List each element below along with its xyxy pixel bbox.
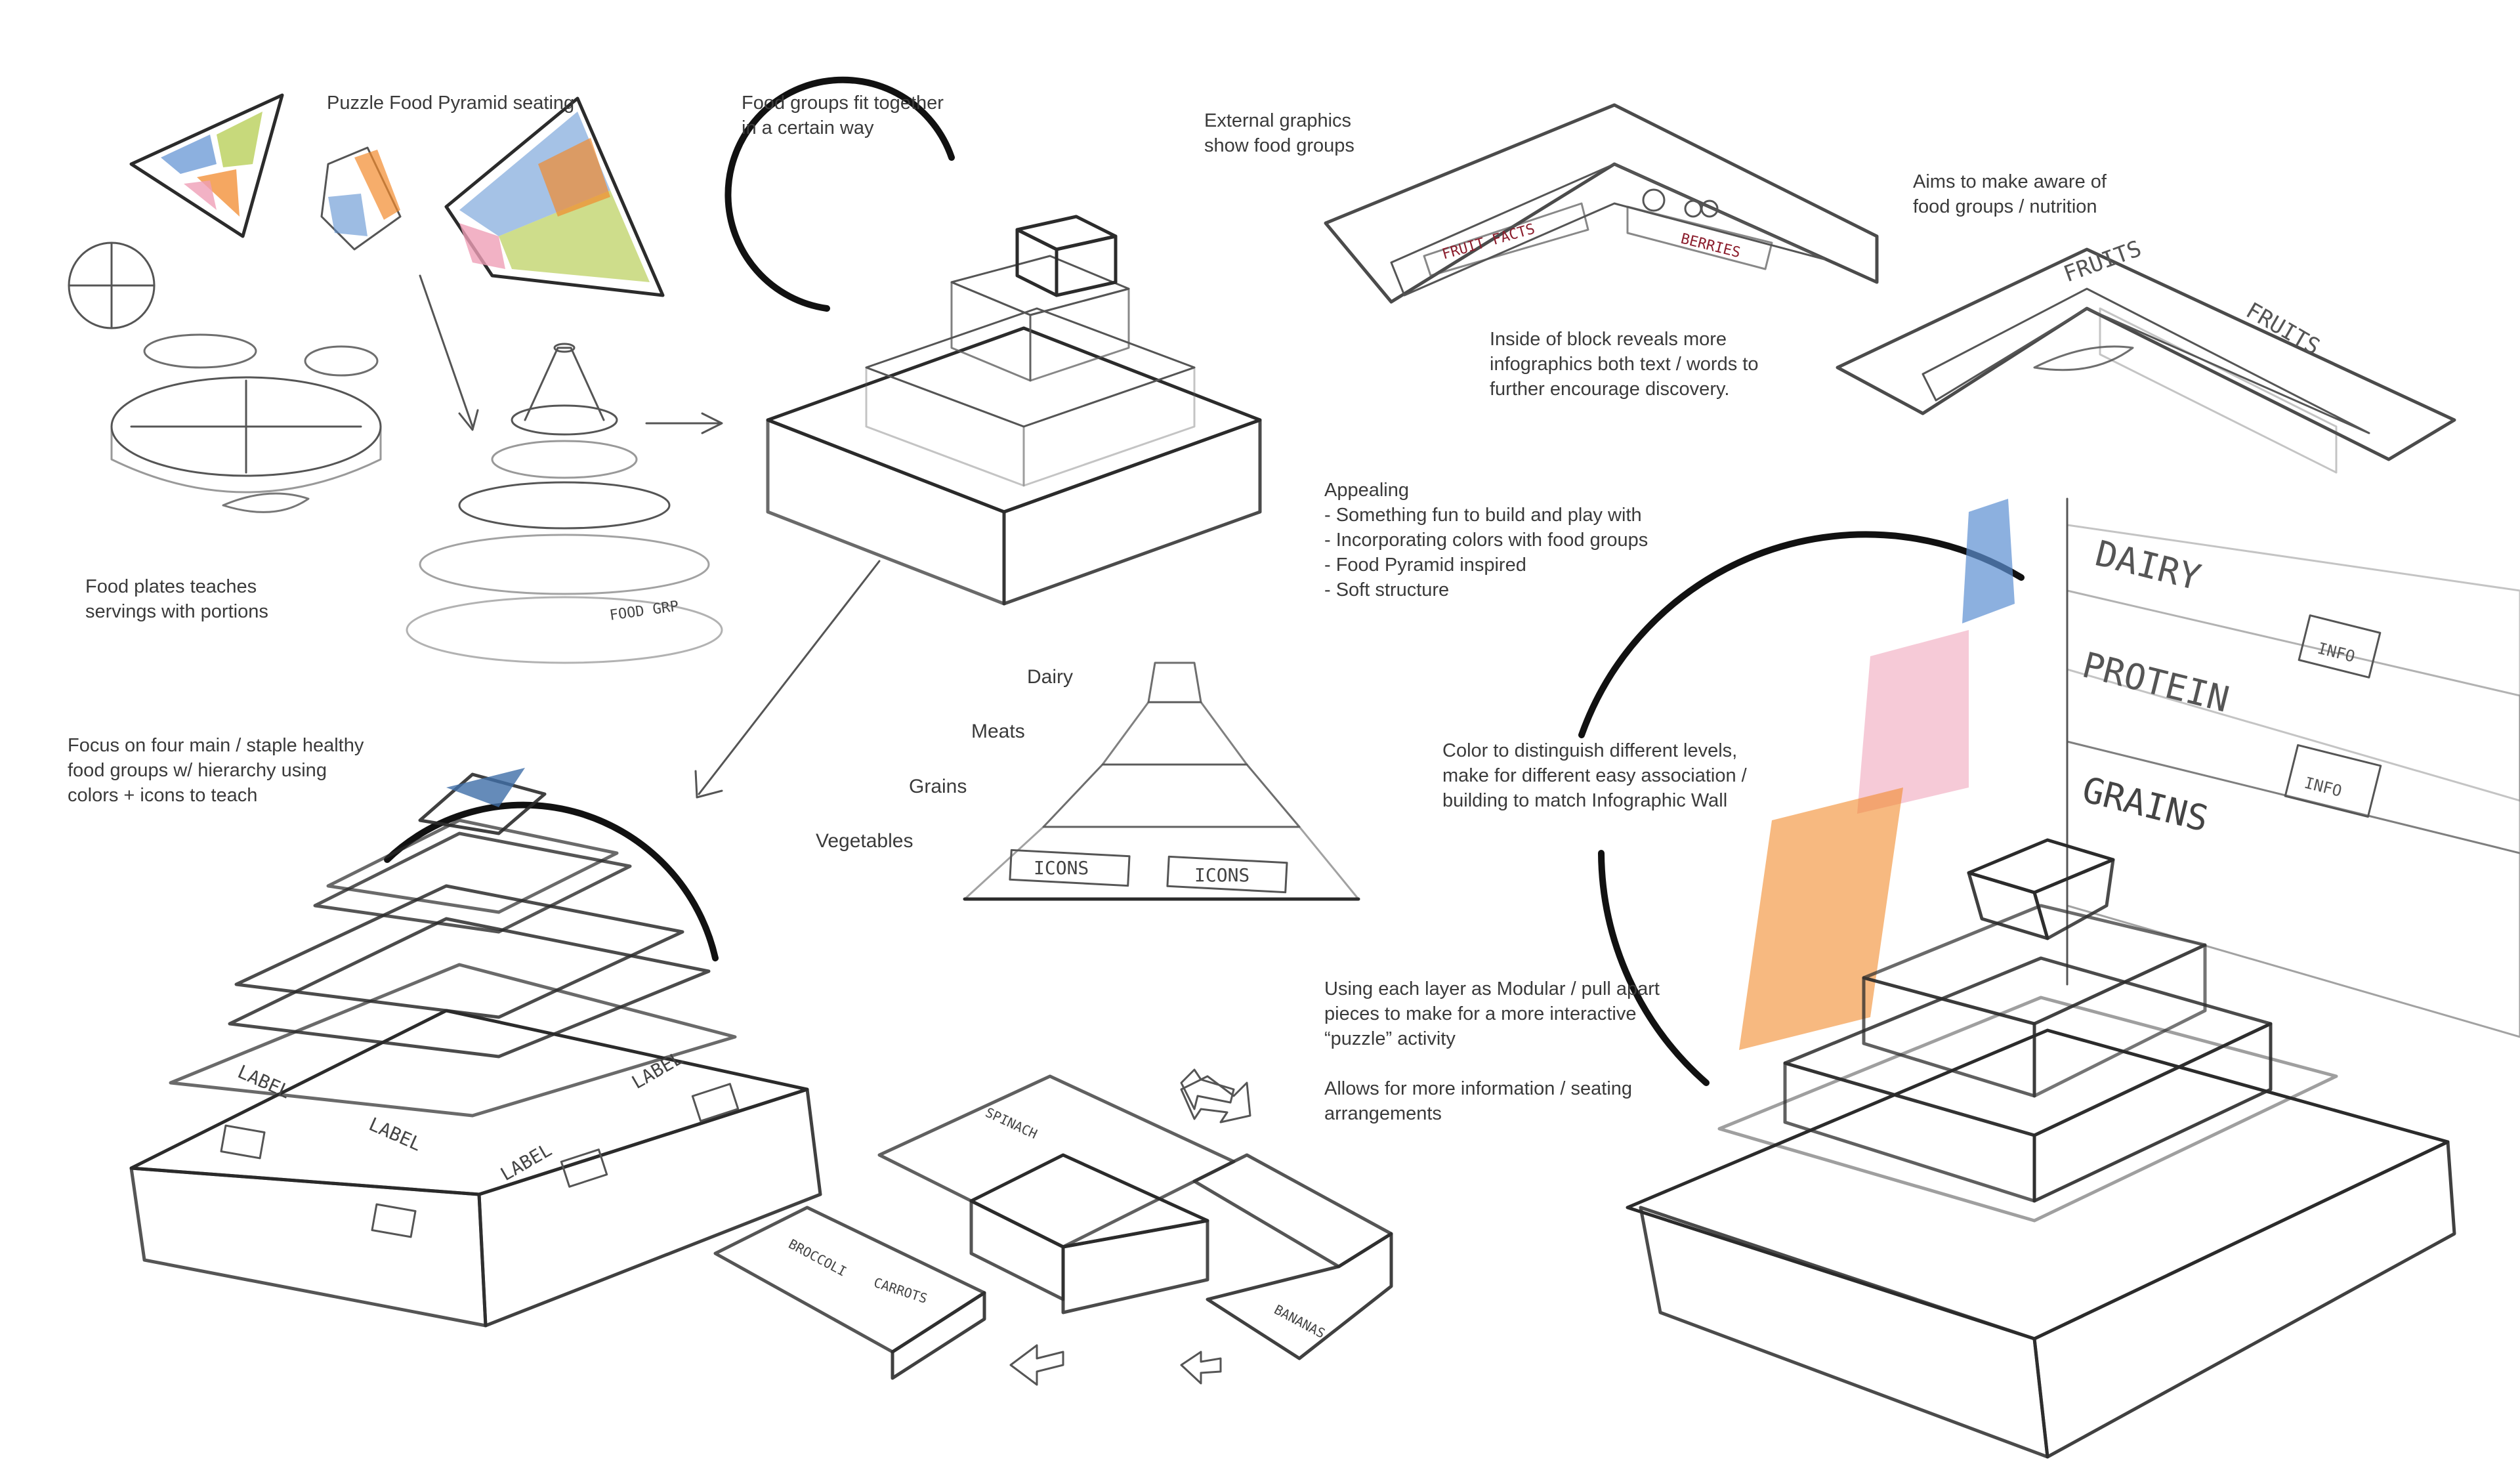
broccoli-text: BROCCOLI: [786, 1236, 849, 1279]
note-line: in a certain way: [742, 117, 874, 138]
protein-wall-text: PROTEIN: [2078, 644, 2233, 720]
puzzle-triangle-small-sketch: [129, 93, 284, 238]
note-line: - Food Pyramid inspired: [1324, 555, 1526, 576]
note-line: External graphics: [1204, 110, 1352, 131]
note-line: “puzzle” activity: [1324, 1028, 1456, 1049]
external-graphics-block-sketch: FRUIT FACTS BERRIES: [1324, 103, 1879, 304]
note-line: Using each layer as Modular / pull apart: [1324, 978, 1660, 999]
ring-stack-pyramid-sketch: FOOD GRP: [406, 343, 723, 664]
label-text-2: LABEL: [366, 1113, 425, 1155]
note-line: Food plates teaches: [85, 576, 257, 597]
level-label-vegetables: Vegetables: [816, 830, 914, 852]
note-line: - Soft structure: [1324, 579, 1450, 600]
modular-pieces-sketch: CARROTS BROCCOLI BANANAS SPINACH: [713, 1074, 1393, 1386]
note-appealing: Appealing - Something fun to build and p…: [1324, 478, 1648, 602]
note-aims: Aims to make aware of food groups / nutr…: [1913, 169, 2107, 219]
note-line: infographics both text / words to: [1490, 354, 1759, 375]
note-line: servings with portions: [85, 601, 268, 622]
note-modular: Using each layer as Modular / pull apart…: [1324, 976, 1660, 1051]
note-external-graphics: External graphics show food groups: [1204, 108, 1354, 158]
note-line: colors + icons to teach: [68, 785, 258, 806]
arrow-puzzle-to-rings: [419, 274, 479, 431]
note-line: - Incorporating colors with food groups: [1324, 530, 1648, 551]
arrow-rings-to-block: [645, 412, 723, 434]
note-line: Focus on four main / staple healthy: [68, 735, 364, 756]
note-focus: Focus on four main / staple healthy food…: [68, 733, 364, 808]
stacked-block-pyramid-sketch: [724, 76, 1262, 606]
note-line: Food groups fit together: [742, 93, 944, 114]
note-line: Allows for more information / seating: [1324, 1078, 1633, 1099]
info-protein-text: INFO: [2303, 774, 2344, 801]
note-food-plates: Food plates teaches servings with portio…: [85, 574, 268, 624]
infographic-wall-pyramid-sketch: DAIRY PROTEIN GRAINS INFO INFO: [1578, 497, 2520, 1459]
note-line: Inside of block reveals more: [1490, 329, 1727, 350]
icons-text-left: ICONS: [1034, 857, 1089, 879]
note-line: food groups w/ hierarchy using: [68, 760, 327, 781]
arrow-block-to-pyramid: [694, 560, 881, 799]
note-line: Appealing: [1324, 480, 1409, 501]
note-inside-block: Inside of block reveals more infographic…: [1490, 327, 1758, 402]
level-label-grains: Grains: [909, 776, 967, 797]
note-more-info: Allows for more information / seating ar…: [1324, 1076, 1632, 1126]
note-line: arrangements: [1324, 1103, 1442, 1124]
carrots-text: CARROTS: [872, 1274, 929, 1307]
level-label-dairy: Dairy: [1027, 666, 1074, 688]
note-line: Aims to make aware of: [1913, 171, 2107, 192]
info-dairy-text: INFO: [2316, 639, 2357, 666]
note-line: food groups / nutrition: [1913, 196, 2097, 217]
label-text-4: LABEL: [628, 1047, 687, 1093]
label-text-1: LABEL: [234, 1060, 293, 1102]
note-line: pieces to make for a more interactive: [1324, 1003, 1637, 1024]
note-line: further encourage discovery.: [1490, 379, 1730, 400]
note-line: Color to distinguish different levels,: [1442, 740, 1738, 761]
bananas-text: BANANAS: [1272, 1301, 1328, 1341]
fruits-text-right: FRUITS: [2242, 297, 2324, 360]
spinach-text: SPINACH: [983, 1104, 1040, 1142]
fruits-block-sketch: FRUITS FRUITS: [1836, 236, 2456, 474]
note-fit-together: Food groups fit together in a certain wa…: [742, 91, 944, 140]
puzzle-seat-piece-sketch: [320, 146, 402, 251]
fruit-facts-text: FRUIT FACTS: [1440, 221, 1537, 263]
food-plate-sketch: [68, 242, 382, 513]
icons-text-right: ICONS: [1194, 864, 1250, 886]
note-line: Puzzle Food Pyramid seating: [327, 93, 575, 114]
level-label-meats: Meats: [971, 721, 1025, 742]
note-line: building to match Infographic Wall: [1442, 790, 1728, 811]
pull-apart-arrows: [1180, 1068, 1235, 1110]
fruits-text-left: FRUITS: [2060, 236, 2145, 288]
four-group-pyramid-sketch: LABEL LABEL LABEL LABEL: [129, 768, 822, 1328]
note-color-distinguish: Color to distinguish different levels, m…: [1442, 738, 1747, 813]
level-diagram-pyramid: ICONS ICONS: [963, 662, 1360, 901]
note-line: - Something fun to build and play with: [1324, 505, 1642, 526]
note-line: show food groups: [1204, 135, 1354, 156]
grains-wall-text: GRAINS: [2078, 768, 2213, 839]
puzzle-triangle-large-sketch: [444, 96, 665, 297]
note-line: make for different easy association /: [1442, 765, 1747, 786]
note-puzzle-pyramid: Puzzle Food Pyramid seating: [327, 91, 574, 116]
